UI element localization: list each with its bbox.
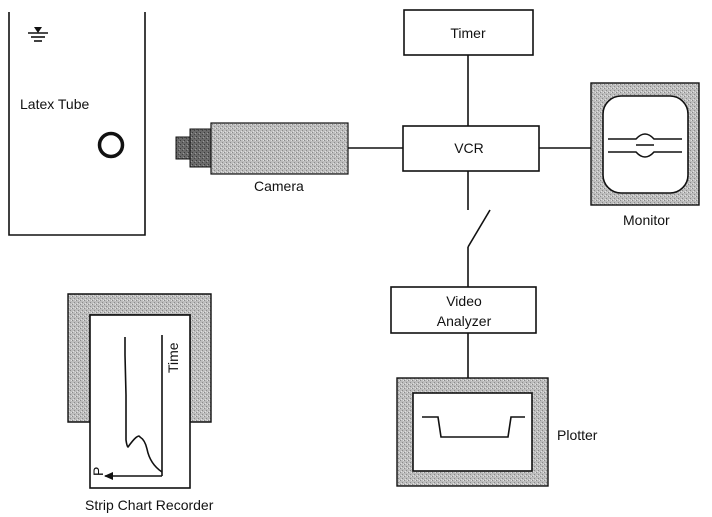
timer-label: Timer: [450, 25, 486, 41]
video-analyzer-label-line2: Analyzer: [437, 313, 492, 329]
timer-box: [403, 9, 534, 56]
video-analyzer-box: [390, 286, 537, 334]
pressure-trace-icon: [124, 337, 163, 473]
strip-chart-recorder: Time P Strip Chart Recorder: [67, 293, 214, 513]
vcr-label: VCR: [454, 140, 484, 156]
water-surface-icon: [28, 27, 48, 42]
plotter-paper-icon: [412, 392, 533, 472]
pressure-axis-label: P: [90, 467, 106, 476]
timer: Timer: [403, 9, 534, 56]
vcr: VCR: [402, 125, 540, 172]
plotter: Plotter: [396, 377, 598, 487]
plotter-trace-icon: [422, 416, 525, 438]
tank-walls: [8, 12, 146, 236]
latex-tube-label: Latex Tube: [20, 96, 89, 112]
camera-lens-mount-icon: [189, 128, 213, 168]
connections: [348, 55, 591, 378]
video-analyzer: Video Analyzer: [390, 286, 537, 334]
camera: Camera: [175, 122, 349, 194]
monitor: Monitor: [590, 82, 700, 228]
camera-body-icon: [210, 122, 349, 175]
camera-label: Camera: [254, 178, 304, 194]
recorder-paper-icon: [89, 314, 191, 489]
video-analyzer-label-line1: Video: [446, 293, 482, 309]
vcr-box: [402, 125, 540, 172]
monitor-tube-image-icon: [608, 133, 682, 158]
pressure-arrow-icon: [104, 472, 113, 480]
strip-chart-recorder-label: Strip Chart Recorder: [85, 497, 214, 513]
latex-tube-icon: [97, 131, 125, 159]
time-axis-label: Time: [165, 342, 181, 373]
water-tank: Latex Tube: [8, 12, 146, 236]
switch-icon: [467, 209, 491, 248]
monitor-label: Monitor: [623, 212, 670, 228]
water-level-triangle-icon: [34, 27, 42, 33]
plotter-label: Plotter: [557, 427, 598, 443]
